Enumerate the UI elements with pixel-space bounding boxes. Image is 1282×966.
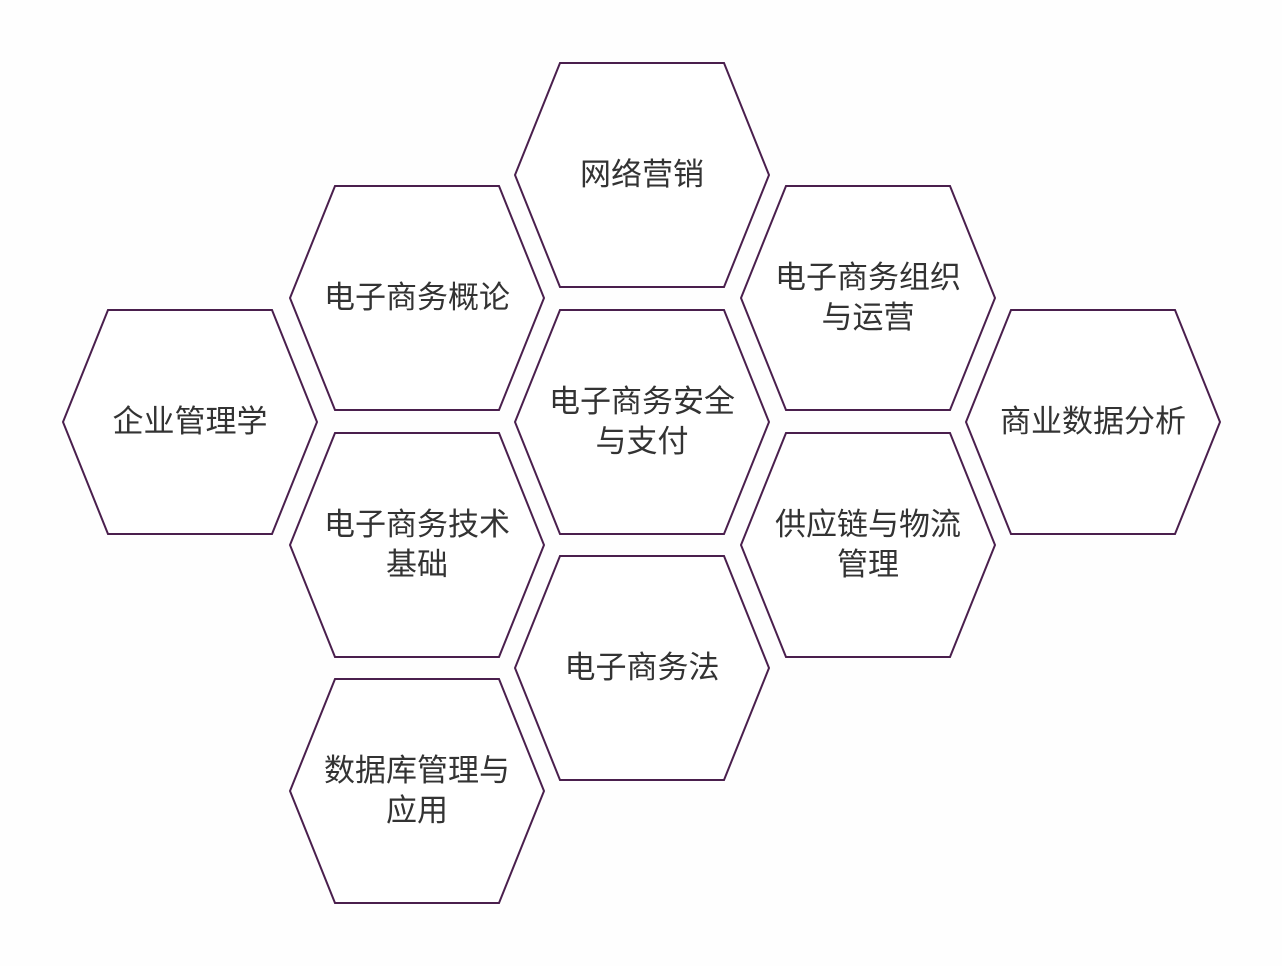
hex-shape <box>288 678 546 904</box>
hex-dianzi-shangwu-zuzhi: 电子商务组织 与运营 <box>739 185 997 411</box>
hex-label: 企业管理学 <box>112 404 268 440</box>
hex-shape <box>288 432 546 658</box>
hex-dianzi-shangwu-fa: 电子商务法 <box>513 555 771 781</box>
hex-shape <box>739 432 997 658</box>
hex-shape <box>513 309 771 535</box>
hex-shujuku-guanli: 数据库管理与 应用 <box>288 678 546 904</box>
hex-label: 商业数据分析 <box>1000 404 1186 440</box>
hex-dianzi-shangwu-gailun: 电子商务概论 <box>288 185 546 411</box>
hex-shape <box>288 185 546 411</box>
hex-shape <box>964 309 1222 535</box>
hex-gongyinglian-wuliu: 供应链与物流 管理 <box>739 432 997 658</box>
hex-wangluo-yingxiao: 网络营销 <box>513 62 771 288</box>
hex-label: 电子商务法 <box>564 650 720 686</box>
hex-label: 网络营销 <box>580 157 704 193</box>
hex-label: 电子商务安全 与支付 <box>549 384 735 460</box>
hex-dianzi-shangwu-jishu: 电子商务技术 基础 <box>288 432 546 658</box>
hex-label: 电子商务概论 <box>324 280 510 316</box>
hex-shape <box>513 555 771 781</box>
hex-shape <box>61 309 319 535</box>
hex-label: 电子商务技术 基础 <box>324 507 510 583</box>
hex-shape <box>513 62 771 288</box>
hex-dianzi-shangwu-anquan: 电子商务安全 与支付 <box>513 309 771 535</box>
hex-shangye-shuju-fenxi: 商业数据分析 <box>964 309 1222 535</box>
hex-shape <box>739 185 997 411</box>
hex-label: 供应链与物流 管理 <box>775 507 961 583</box>
hex-qiye-guanlixue: 企业管理学 <box>61 309 319 535</box>
hex-label: 电子商务组织 与运营 <box>775 260 961 336</box>
hex-label: 数据库管理与 应用 <box>324 753 510 829</box>
